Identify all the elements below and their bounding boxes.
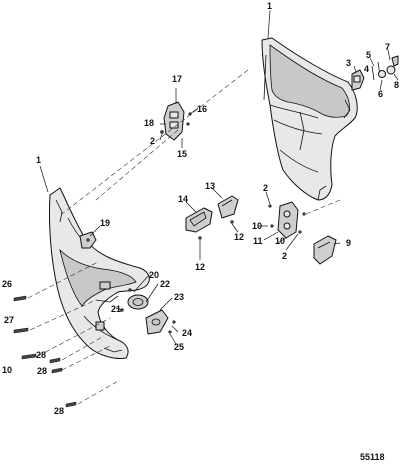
callout-2-a: 2 xyxy=(150,136,155,146)
right-cowl xyxy=(261,37,358,201)
callout-19: 19 xyxy=(100,218,110,228)
callout-6: 6 xyxy=(378,89,383,99)
callout-14: 14 xyxy=(178,194,188,204)
trim-part-9 xyxy=(313,235,337,265)
callout-8: 8 xyxy=(394,80,399,90)
callout-28-b: 28 xyxy=(37,366,47,376)
callout-1-right: 1 xyxy=(267,1,272,11)
callout-4: 4 xyxy=(364,64,369,74)
callout-27: 27 xyxy=(4,315,14,325)
callout-13: 13 xyxy=(205,181,215,191)
callout-26: 26 xyxy=(2,279,12,289)
part-19-bracket xyxy=(79,231,97,249)
callout-18: 18 xyxy=(144,118,154,128)
latch-assembly-17 xyxy=(160,101,192,141)
callout-9: 9 xyxy=(346,238,351,248)
small-hardware-3-8 xyxy=(351,55,399,91)
callout-25: 25 xyxy=(174,342,184,352)
callout-21: 21 xyxy=(111,304,121,314)
callout-10-b: 10 xyxy=(275,236,285,246)
bracket-part-11 xyxy=(268,201,306,239)
callout-28-a: 28 xyxy=(36,350,46,360)
callout-1-left: 1 xyxy=(36,155,41,165)
alignment-lines xyxy=(27,69,341,405)
callout-3: 3 xyxy=(346,58,351,68)
callout-17: 17 xyxy=(172,74,182,84)
callout-28-c: 28 xyxy=(54,406,64,416)
fasteners-left xyxy=(13,295,77,408)
callout-16: 16 xyxy=(197,104,207,114)
callout-12-a: 12 xyxy=(234,232,244,242)
seal-parts-20-23 xyxy=(120,288,176,335)
callout-2-c: 2 xyxy=(282,251,287,261)
callout-2-b: 2 xyxy=(263,183,268,193)
callout-7: 7 xyxy=(385,42,390,52)
latch-parts-13-14 xyxy=(185,195,239,240)
callout-12-b: 12 xyxy=(195,262,205,272)
leader-lines xyxy=(39,9,399,345)
callout-24: 24 xyxy=(182,328,192,338)
callout-22: 22 xyxy=(160,279,170,289)
figure-number: 55118 xyxy=(360,452,385,462)
left-cowl xyxy=(48,187,150,359)
callout-20: 20 xyxy=(149,270,159,280)
callout-15: 15 xyxy=(177,149,187,159)
callout-5: 5 xyxy=(366,50,371,60)
callout-11: 11 xyxy=(253,236,263,246)
callout-23: 23 xyxy=(174,292,184,302)
callout-10-c: 10 xyxy=(2,365,12,375)
callout-10-a: 10 xyxy=(252,221,262,231)
